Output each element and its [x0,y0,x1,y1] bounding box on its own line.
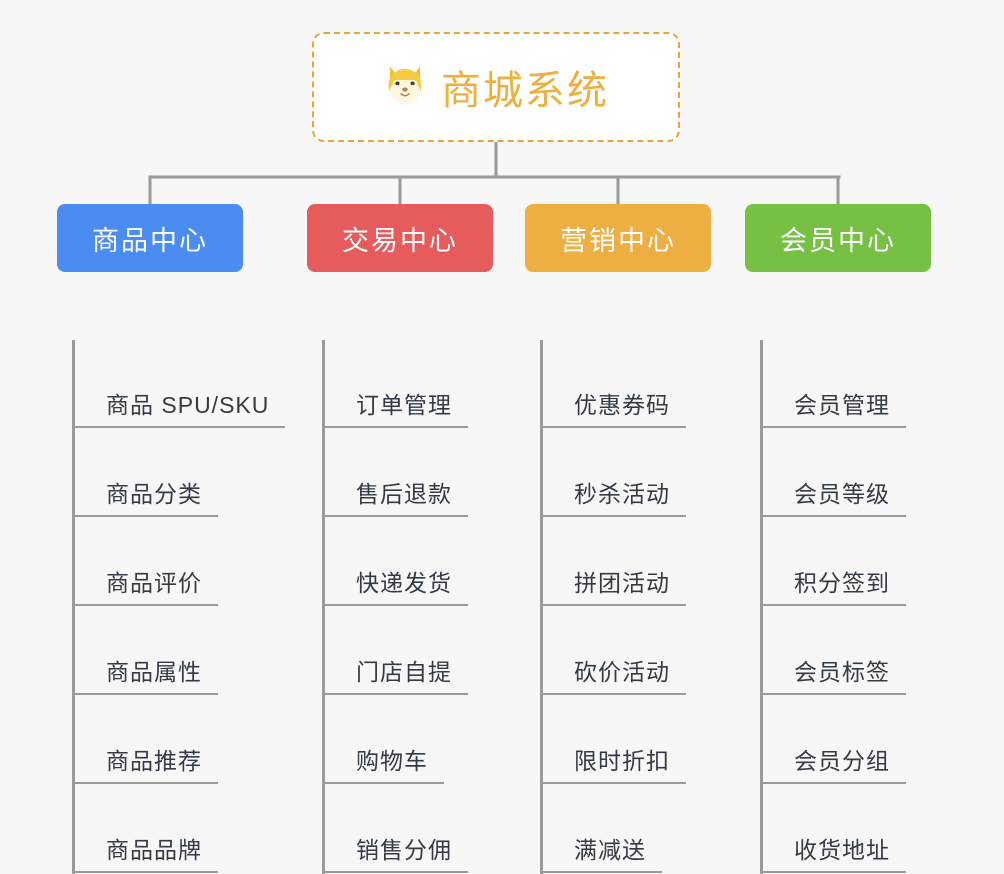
leaf-item-label: 商品属性 [106,658,202,685]
leaf-item-label: 会员标签 [794,658,890,685]
leaf-spine [540,340,543,874]
leaf-item-label: 会员分组 [794,747,890,774]
leaf-item-label: 订单管理 [356,391,452,418]
branch-header-0[interactable]: 商品中心 [57,204,243,272]
shiba-dog-face-icon [383,62,427,113]
branch-column-3: 会员中心 会员管理会员等级积分签到会员标签会员分组收货地址 [745,204,931,874]
root-title: 商城系统 [441,69,609,113]
root-node[interactable]: 商城系统 [312,32,680,142]
leaf-item[interactable]: 满减送 [540,785,662,873]
leaf-item-label: 商品评价 [106,569,202,596]
leaf-item-label: 售后退款 [356,480,452,507]
leaf-item[interactable]: 商品推荐 [72,696,218,784]
leaf-item-label: 满减送 [574,836,646,863]
branch-header-1[interactable]: 交易中心 [307,204,493,272]
leaf-item-label: 购物车 [356,747,428,774]
leaf-item[interactable]: 销售分佣 [322,785,468,873]
leaf-item[interactable]: 限时折扣 [540,696,686,784]
leaf-item-label: 砍价活动 [574,658,670,685]
leaf-item[interactable]: 秒杀活动 [540,429,686,517]
leaf-item-label: 秒杀活动 [574,480,670,507]
leaf-item-label: 拼团活动 [574,569,670,596]
leaf-item[interactable]: 收货地址 [760,785,906,873]
leaf-item-label: 会员管理 [794,391,890,418]
leaf-item[interactable]: 商品属性 [72,607,218,695]
leaf-item[interactable]: 购物车 [322,696,444,784]
leaf-item[interactable]: 门店自提 [322,607,468,695]
leaf-item-label: 门店自提 [356,658,452,685]
leaf-item[interactable]: 拼团活动 [540,518,686,606]
leaf-spine [322,340,325,874]
leaf-item[interactable]: 积分签到 [760,518,906,606]
leaf-item-label: 快递发货 [356,569,452,596]
leaf-item-label: 销售分佣 [356,836,452,863]
leaf-item-label: 限时折扣 [574,747,670,774]
org-chart-canvas: 商城系统 商品中心 商品 SPU/SKU 商品分类商品评价商品属性商品推荐商品品牌… [57,32,931,874]
leaf-item[interactable]: 商品品牌 [72,785,218,873]
leaf-item-label: 商品分类 [106,480,202,507]
branch-column-0: 商品中心 商品 SPU/SKU 商品分类商品评价商品属性商品推荐商品品牌 [57,204,285,874]
leaf-item[interactable]: 会员管理 [760,340,906,428]
leaf-item[interactable]: 会员标签 [760,607,906,695]
leaf-item-label: 会员等级 [794,480,890,507]
leaf-item-label: 优惠券码 [574,391,670,418]
leaf-item[interactable]: 砍价活动 [540,607,686,695]
leaf-item-label: 积分签到 [794,569,890,596]
branch-column-2: 营销中心 优惠券码秒杀活动拼团活动砍价活动限时折扣满减送 [525,204,711,874]
leaf-item[interactable]: 优惠券码 [540,340,686,428]
leaf-item[interactable]: 快递发货 [322,518,468,606]
leaf-item[interactable]: 订单管理 [322,340,468,428]
leaf-item[interactable]: 商品评价 [72,518,218,606]
leaf-spine [760,340,763,874]
leaf-item[interactable]: 商品 SPU/SKU [72,340,285,428]
branch-header-3[interactable]: 会员中心 [745,204,931,272]
leaf-item-label: 商品品牌 [106,836,202,863]
leaf-item[interactable]: 售后退款 [322,429,468,517]
leaf-spine [72,340,75,874]
leaf-item[interactable]: 会员分组 [760,696,906,784]
branch-column-1: 交易中心 订单管理售后退款快递发货门店自提购物车销售分佣 [307,204,493,874]
leaf-item[interactable]: 商品分类 [72,429,218,517]
leaf-item-label: 商品推荐 [106,747,202,774]
leaf-item[interactable]: 会员等级 [760,429,906,517]
branch-header-2[interactable]: 营销中心 [525,204,711,272]
leaf-item-label: 商品 SPU/SKU [106,391,270,418]
leaf-item-label: 收货地址 [794,836,890,863]
